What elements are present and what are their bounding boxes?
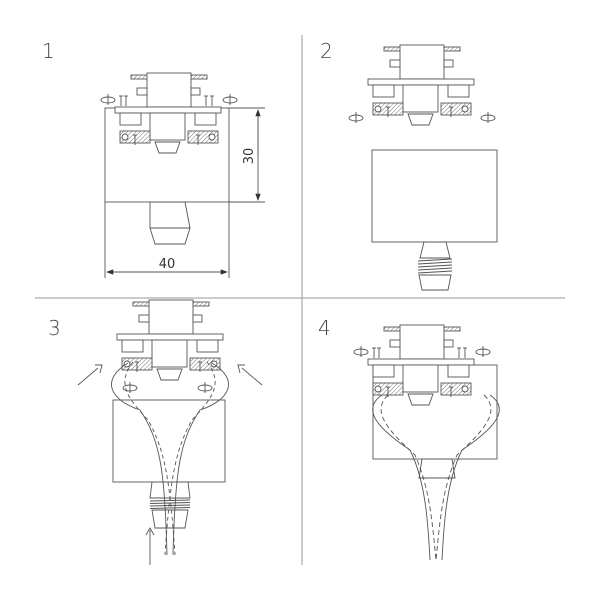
mount-peg xyxy=(389,339,401,348)
nozzle-top xyxy=(149,481,191,499)
ceiling-hatch xyxy=(190,74,208,80)
spring-pin-icon xyxy=(461,105,469,113)
mount-plate xyxy=(367,78,475,86)
cable-left-inner xyxy=(124,361,176,556)
mount-column xyxy=(146,72,192,108)
nozzle-thread xyxy=(417,258,453,262)
lamp-tip xyxy=(156,368,183,381)
mount-peg xyxy=(192,314,203,323)
width-dimension-label: 40 xyxy=(159,257,176,272)
lamp-tip xyxy=(407,393,434,406)
lamp-holder xyxy=(149,112,186,141)
ceiling-hatch xyxy=(443,46,461,52)
nozzle-bottom xyxy=(418,274,452,291)
mount-peg xyxy=(136,87,148,96)
clip-block xyxy=(196,339,219,353)
spring-pin-icon xyxy=(208,133,216,141)
mount-peg xyxy=(443,339,454,348)
step-1-label: 1 xyxy=(42,39,55,63)
nozzle-thread xyxy=(149,499,191,502)
spring-pin-icon xyxy=(461,385,469,393)
step-1-panel xyxy=(100,72,238,245)
step-2-panel xyxy=(348,44,498,291)
nozzle-thread xyxy=(417,267,453,271)
lamp-holder xyxy=(402,364,439,393)
nozzle-top xyxy=(418,458,456,479)
nozzle-thread xyxy=(417,264,453,268)
cable-right-inner xyxy=(164,361,216,556)
insert-arrow-right xyxy=(237,364,263,386)
nozzle-thread xyxy=(149,507,191,509)
nozzle-top xyxy=(419,241,451,259)
housing-box xyxy=(371,149,498,243)
mount-plate xyxy=(116,333,224,341)
nozzle-bottom xyxy=(151,509,189,529)
spring-pin-icon xyxy=(374,385,382,393)
mount-peg xyxy=(443,59,454,68)
lamp-tip xyxy=(407,113,434,126)
push-up-arrow xyxy=(145,527,155,565)
mount-column xyxy=(148,299,194,335)
clip-block xyxy=(372,84,395,98)
nozzle-thread xyxy=(149,502,191,504)
fixture-assembly xyxy=(116,299,224,381)
width-dimension: 40 xyxy=(104,202,230,278)
bottom-nozzle xyxy=(149,201,191,245)
mount-plate xyxy=(367,358,475,366)
height-dimension-label: 30 xyxy=(242,148,257,165)
clip-block xyxy=(119,112,142,126)
clip-block xyxy=(447,84,470,98)
step-4-label: 4 xyxy=(318,316,331,340)
clip-block xyxy=(372,364,395,378)
housing-box xyxy=(112,399,226,483)
step-3-panel xyxy=(77,299,263,565)
lamp-tip xyxy=(154,141,181,154)
cable-left-inner xyxy=(380,394,437,561)
step-3-label: 3 xyxy=(48,316,61,340)
mount-plate xyxy=(114,106,222,114)
insert-arrow-left xyxy=(77,364,103,386)
nozzle-thread xyxy=(417,270,453,274)
nozzle-thread xyxy=(417,261,453,265)
cable-right-inner xyxy=(435,394,492,561)
fixture-assembly xyxy=(353,324,491,406)
clip-block xyxy=(194,112,217,126)
step-4-panel xyxy=(353,324,500,561)
lamp-holder xyxy=(402,84,439,113)
spring-pin-icon xyxy=(374,105,382,113)
mount-peg xyxy=(190,87,201,96)
ceiling-hatch xyxy=(192,301,210,307)
height-dimension: 30 xyxy=(229,107,265,203)
spring-pin-icon xyxy=(121,133,129,141)
nozzle-thread xyxy=(149,504,191,507)
fixture-assembly xyxy=(348,44,496,126)
fixture-assembly xyxy=(100,72,238,154)
mount-peg xyxy=(138,314,150,323)
mount-peg xyxy=(389,59,401,68)
step-2-label: 2 xyxy=(320,39,333,63)
mount-column xyxy=(399,44,445,80)
lamp-holder xyxy=(151,339,188,368)
clip-block xyxy=(447,364,470,378)
ceiling-hatch xyxy=(443,326,461,332)
clip-block xyxy=(121,339,144,353)
mount-column xyxy=(399,324,445,360)
